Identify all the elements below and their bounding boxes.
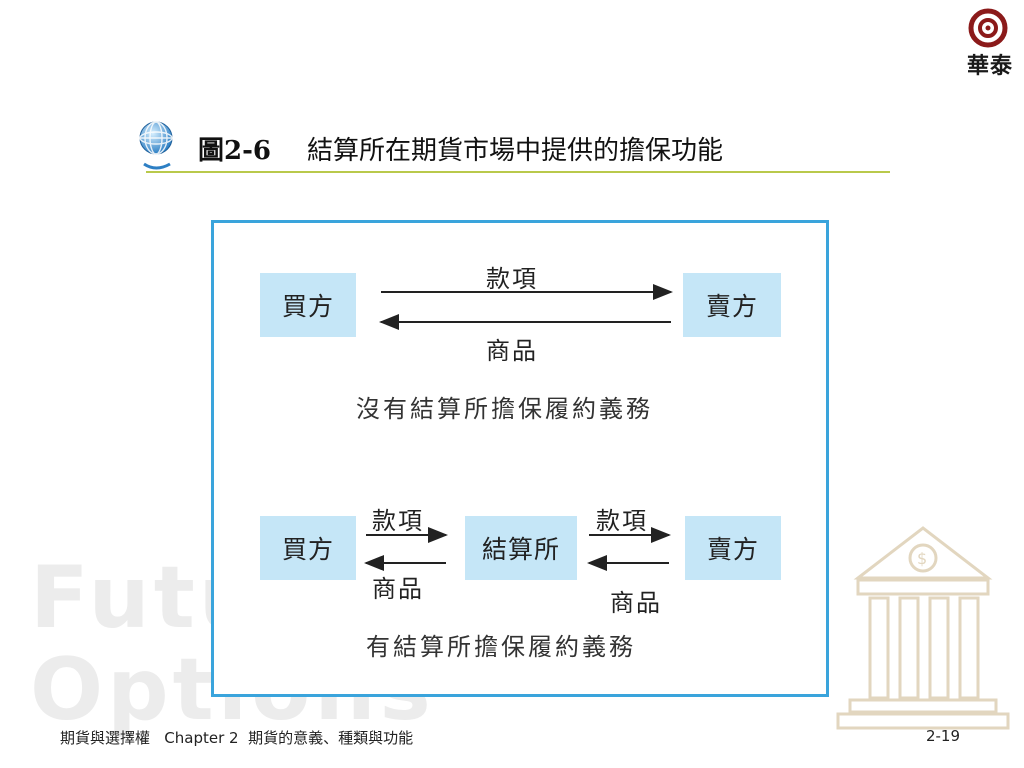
- bottom-left-payment-label: 款項: [372, 507, 424, 535]
- figure-frame: 買方 賣方 款項 商品 沒有結算所擔保履約義務 買方 結算所 賣方 款項 款項 …: [211, 220, 829, 697]
- clearing-house-box: 結算所: [465, 516, 577, 580]
- footer-course-chapter: 期貨與選擇權 Chapter 2 期貨的意義、種類與功能: [60, 729, 414, 747]
- page-number: 2-19: [925, 727, 960, 745]
- bottom-right-payment-label: 款項: [596, 507, 648, 535]
- figure-number: 圖2-6: [198, 136, 271, 166]
- bottom-caption: 有結算所擔保履約義務: [366, 633, 636, 661]
- figure-title-text: 結算所在期貨市場中提供的擔保功能: [306, 136, 723, 166]
- top-payment-label: 款項: [486, 265, 538, 293]
- top-seller-box: 賣方: [683, 273, 781, 337]
- bottom-seller-box: 賣方: [685, 516, 781, 580]
- bank-building-icon: $: [836, 526, 1010, 730]
- arrow-layer: [364, 284, 673, 571]
- top-buyer-box: 買方: [260, 273, 356, 337]
- slide-title: 圖2-6 結算所在期貨市場中提供的擔保功能: [198, 130, 723, 167]
- huatai-logo-icon: [968, 8, 1008, 48]
- top-goods-label: 商品: [486, 337, 538, 365]
- svg-text:$: $: [917, 549, 927, 568]
- title-underline: [146, 171, 890, 173]
- top-caption: 沒有結算所擔保履約義務: [356, 395, 653, 423]
- bottom-left-goods-label: 商品: [372, 575, 424, 603]
- bottom-right-goods-label: 商品: [610, 589, 662, 617]
- logo-text: 華泰: [966, 54, 1013, 79]
- globe-icon: [139, 121, 173, 170]
- bottom-buyer-box: 買方: [260, 516, 356, 580]
